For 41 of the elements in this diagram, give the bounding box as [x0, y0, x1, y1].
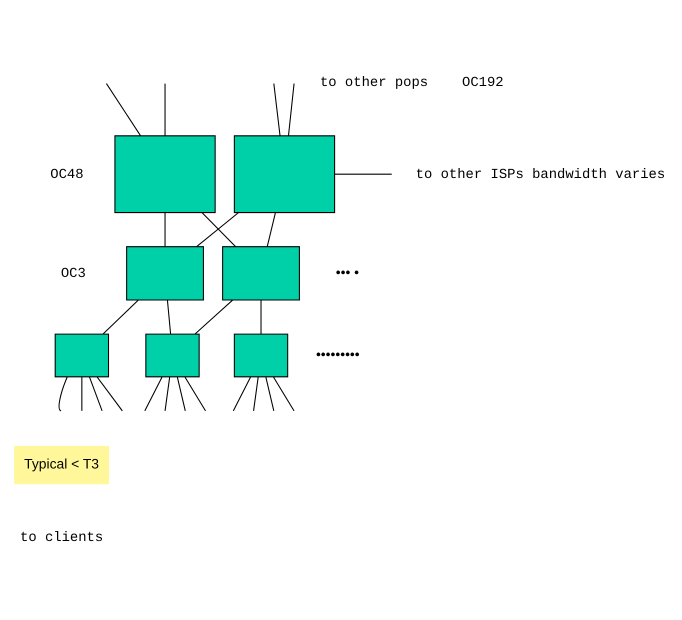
- connector: [81, 377, 82, 411]
- node-box: [126, 246, 204, 301]
- connector: [260, 300, 262, 334]
- connector: [166, 300, 172, 334]
- connector: [164, 377, 170, 411]
- node-box: [54, 334, 110, 378]
- connector: [89, 376, 103, 412]
- connector: [334, 174, 392, 175]
- label: OC192: [462, 75, 504, 92]
- node-box: [222, 246, 300, 301]
- connector: [58, 376, 68, 412]
- connector: [176, 376, 186, 411]
- connector: [273, 84, 281, 136]
- connector: [184, 376, 206, 412]
- connector: [273, 376, 294, 412]
- connector: [96, 376, 123, 412]
- connector: [102, 300, 139, 334]
- connector: [144, 376, 162, 412]
- label: ••• •: [336, 264, 360, 280]
- connector: [194, 300, 233, 334]
- label: OC48: [50, 166, 84, 183]
- connector: [288, 84, 295, 136]
- connector: [196, 212, 239, 247]
- connector: [232, 376, 251, 412]
- connector: [164, 84, 166, 136]
- node-box: [234, 334, 288, 378]
- node-box: [145, 334, 200, 378]
- node-box: [234, 135, 336, 214]
- connector: [202, 212, 236, 247]
- connector: [266, 212, 276, 247]
- label: Typical < T3: [24, 456, 100, 472]
- label: to other ISPs bandwidth varies: [416, 166, 666, 183]
- label: to other pops: [320, 75, 428, 92]
- label: •••••••••: [316, 346, 360, 362]
- connector: [253, 377, 259, 411]
- connector: [106, 83, 141, 136]
- label: OC3: [60, 266, 86, 282]
- connector: [164, 212, 166, 247]
- connector: [265, 376, 274, 411]
- label: to clients: [20, 530, 104, 546]
- node-box: [114, 135, 216, 214]
